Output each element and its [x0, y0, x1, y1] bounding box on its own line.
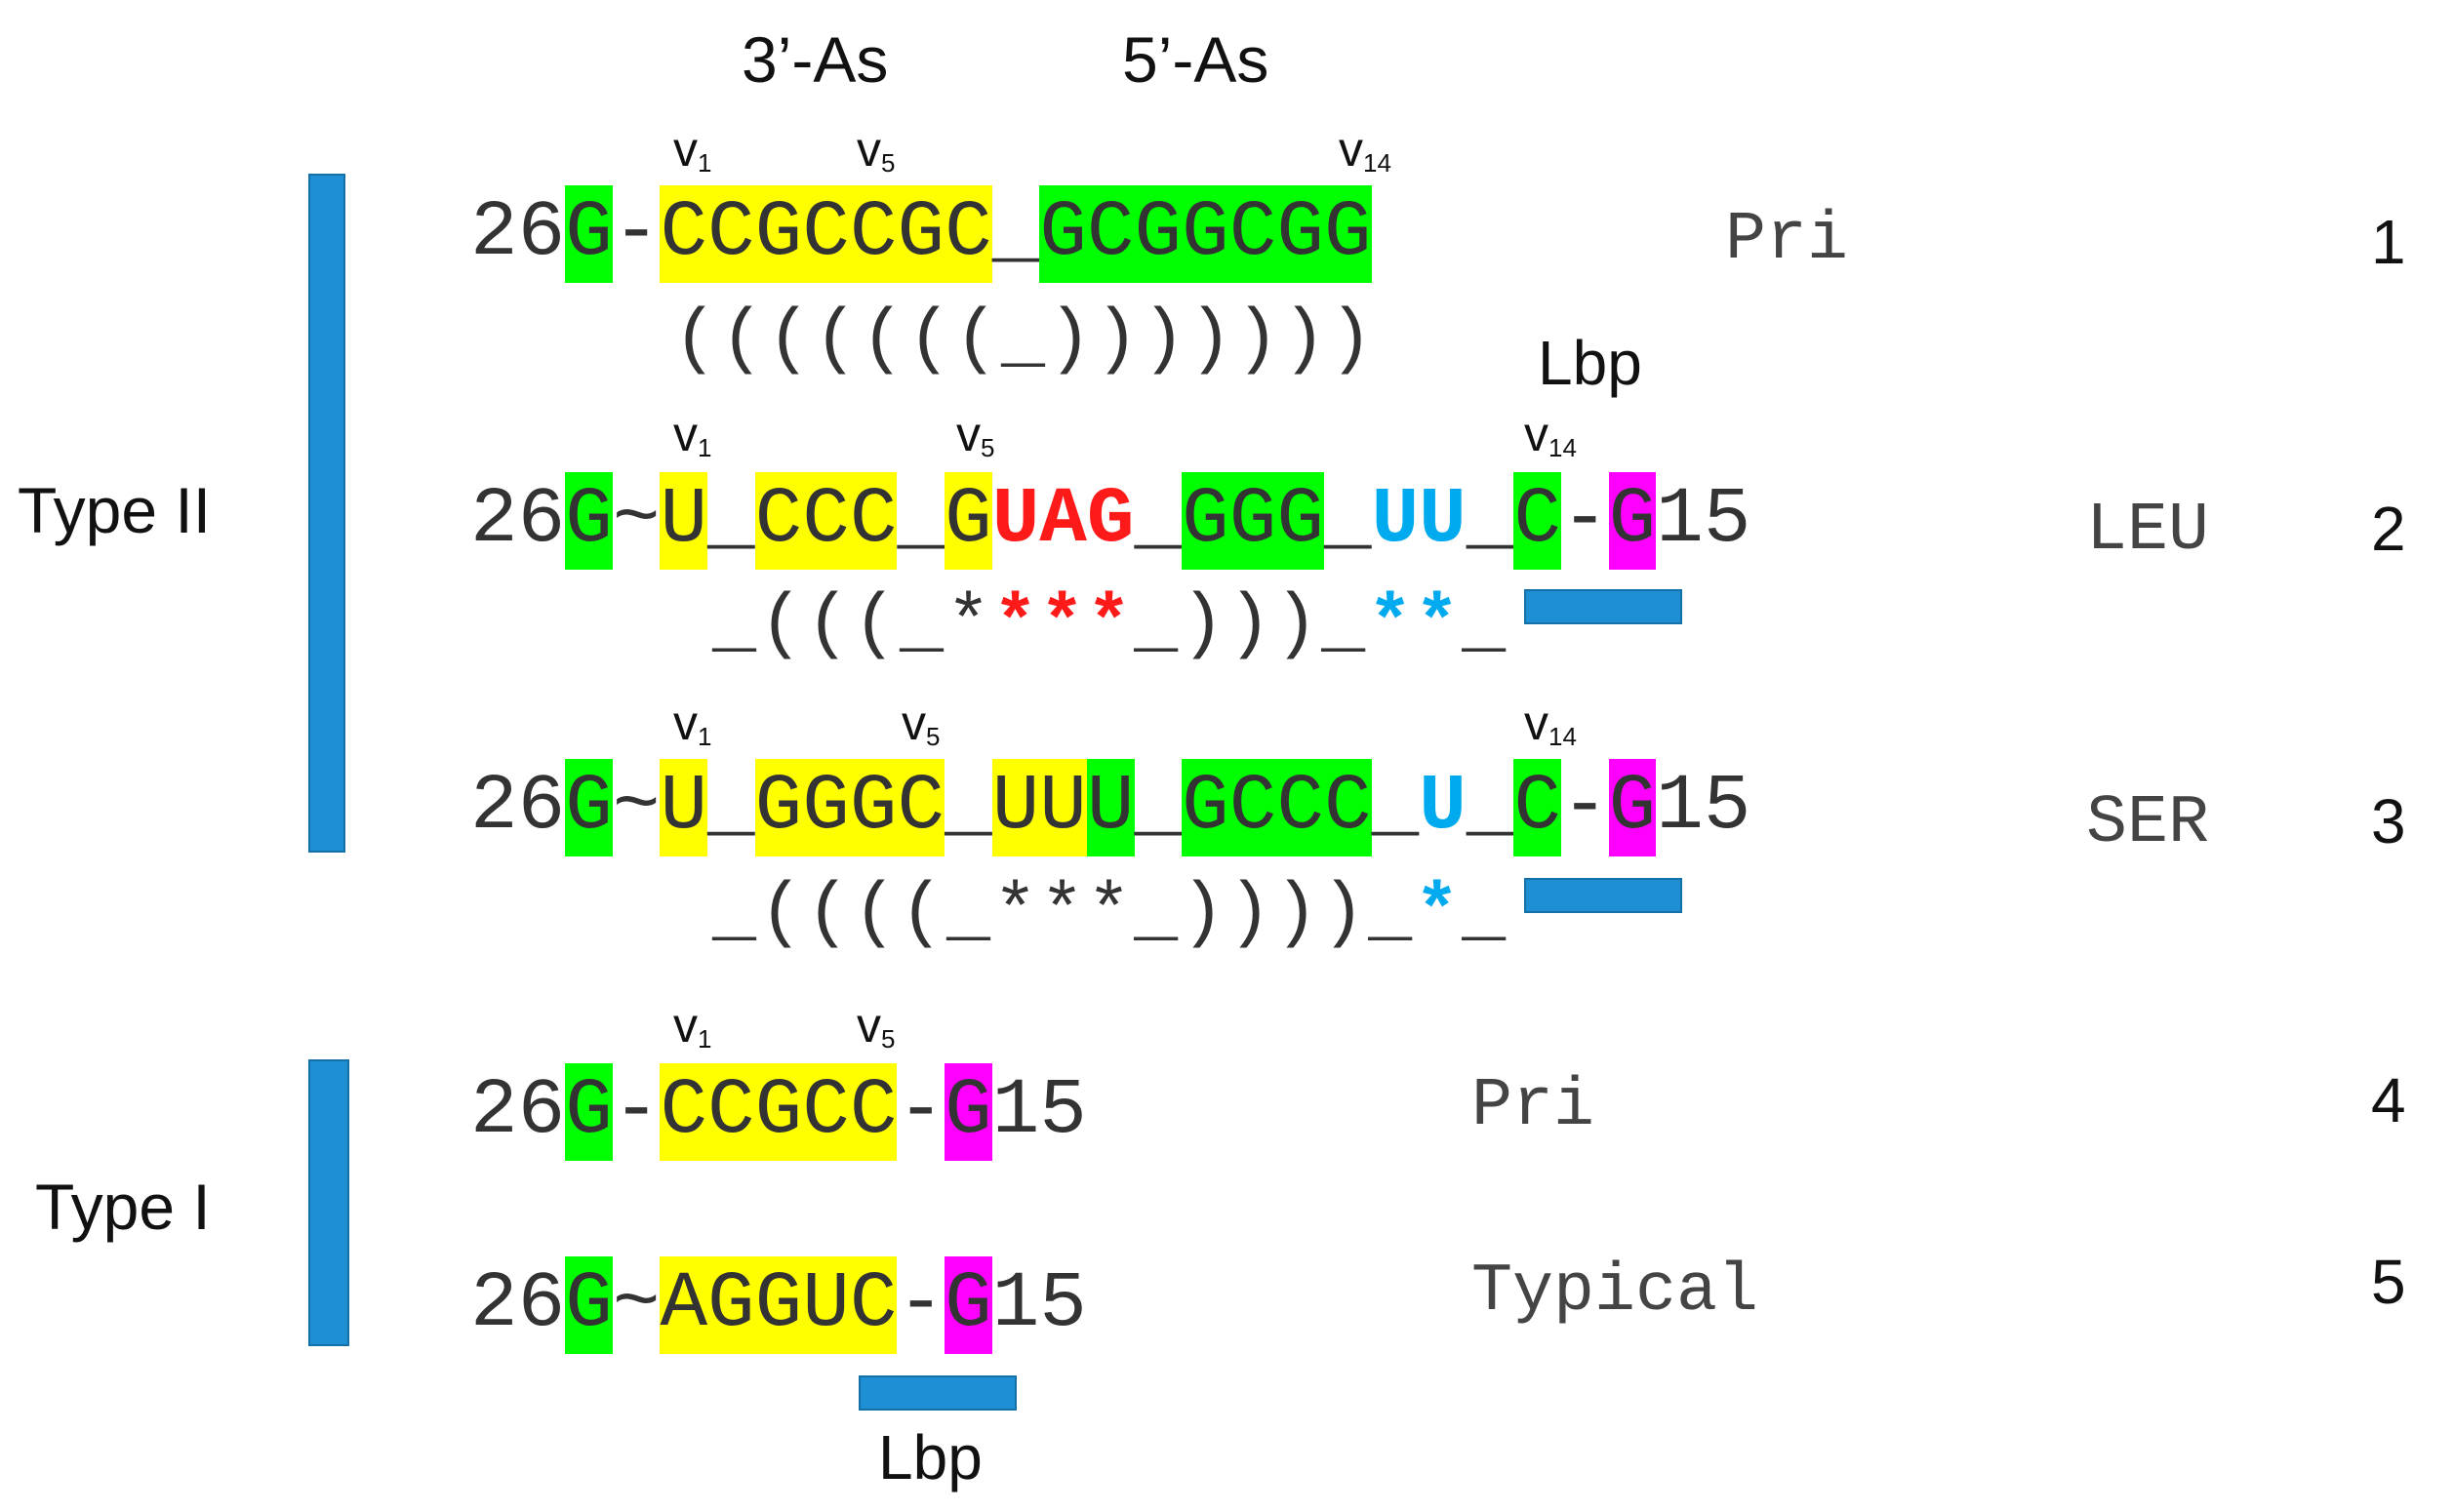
segment-gggc: GGGC	[754, 759, 945, 856]
position-suffix: 15	[991, 1260, 1087, 1349]
gap: _	[1466, 763, 1514, 852]
lbp-bar-row-3	[1524, 878, 1682, 913]
nucleotide-g: G	[1608, 759, 1657, 856]
position-prefix: 26	[470, 189, 566, 278]
dash: -	[897, 1260, 945, 1349]
v1-marker: v1	[673, 122, 712, 178]
v1-marker: v1	[673, 696, 712, 751]
gap: _	[1371, 763, 1420, 852]
gap: _	[897, 476, 945, 565]
v14-marker: v14	[1524, 407, 1577, 462]
header-5as: 5’-As	[1122, 23, 1269, 96]
dash: -	[612, 189, 661, 278]
gap: _	[707, 476, 755, 565]
nucleotide-g: G	[565, 472, 613, 570]
type-i-bracket-bar	[308, 1059, 349, 1346]
nucleotide-g: G	[565, 185, 613, 283]
loop-uag: UAG	[991, 476, 1135, 565]
dash: -	[1561, 763, 1609, 852]
v5-marker: v5	[902, 696, 941, 751]
sequence-row-2: 26G~U_CCC_GUAG_GGG_UU_C-G15	[470, 472, 1750, 570]
row-label-2: LEU	[2086, 493, 2210, 570]
nucleotide-u: U	[660, 472, 708, 570]
position-prefix: 26	[470, 1067, 566, 1156]
segment-agguc: AGGUC	[660, 1256, 898, 1354]
dash: -	[897, 1067, 945, 1156]
nucleotide-g: G	[945, 1063, 992, 1161]
acceptor-stem-3: CCGCCGC	[660, 185, 992, 283]
nucleotide-c: C	[1513, 759, 1562, 856]
lbp-label-bottom: Lbp	[878, 1422, 983, 1492]
row-number-5: 5	[2371, 1247, 2406, 1317]
lbp-bar-row-5	[859, 1375, 1017, 1411]
acceptor-stem-5: GCGGCGG	[1039, 185, 1372, 283]
gap: _	[707, 763, 755, 852]
row-number-1: 1	[2371, 207, 2406, 277]
nucleotide-g: G	[1608, 472, 1657, 570]
segment-uu: UU	[991, 759, 1087, 856]
v1-marker: v1	[673, 998, 712, 1054]
lbp-bar-row-2	[1524, 589, 1682, 624]
tilde: ~	[612, 1260, 661, 1349]
segment-uu: UU	[1371, 476, 1467, 565]
tilde: ~	[612, 763, 661, 852]
gap: _	[1466, 476, 1514, 565]
v1-marker: v1	[673, 407, 712, 462]
segment-ggg: GGG	[1182, 472, 1324, 570]
row-number-3: 3	[2371, 786, 2406, 856]
segment-ccgcc: CCGCC	[660, 1063, 898, 1161]
position-prefix: 26	[470, 476, 566, 565]
tilde: ~	[612, 476, 661, 565]
gap: _	[991, 189, 1040, 278]
position-suffix: 15	[991, 1067, 1087, 1156]
dash: -	[1561, 476, 1609, 565]
sequence-row-5: 26G~AGGUC-G15	[470, 1256, 1087, 1354]
position-prefix: 26	[470, 1260, 566, 1349]
structure-row-1: (((((((_)))))))	[673, 298, 1377, 381]
segment-ccc: CCC	[754, 472, 898, 570]
sequence-row-1: 26G-CCGCCGC_GCGGCGG	[470, 185, 1372, 283]
row-number-2: 2	[2371, 494, 2406, 564]
v5-marker: v5	[956, 407, 995, 462]
gap: _	[1134, 763, 1183, 852]
row-label-1: Pri	[1725, 202, 1849, 279]
nucleotide-g: G	[945, 472, 992, 570]
gap: _	[945, 763, 992, 852]
header-3as: 3’-As	[742, 23, 889, 96]
row-label-5: Typical	[1471, 1253, 1759, 1331]
lbp-label-top: Lbp	[1538, 328, 1642, 398]
row-label-3: SER	[2086, 785, 2210, 862]
position-prefix: 26	[470, 763, 566, 852]
position-suffix: 15	[1656, 763, 1751, 852]
structure-row-3: _((((_***_))))_*_	[712, 872, 1509, 955]
sequence-row-3: 26G~U_GGGC_UUU_GCCC_U_C-G15	[470, 759, 1750, 856]
v14-marker: v14	[1524, 696, 1577, 751]
group-label-type-ii: Type II	[18, 474, 212, 546]
nucleotide-c: C	[1513, 472, 1562, 570]
structure-row-2: _(((_****_)))_**_	[712, 583, 1509, 666]
row-label-4: Pri	[1471, 1068, 1595, 1145]
nucleotide-g: G	[565, 759, 613, 856]
v5-marker: v5	[857, 998, 896, 1054]
nucleotide-u-cyan: U	[1419, 763, 1467, 852]
v14-marker: v14	[1339, 122, 1391, 178]
row-number-4: 4	[2371, 1065, 2406, 1135]
gap: _	[1323, 476, 1372, 565]
gap: _	[1134, 476, 1183, 565]
nucleotide-u: U	[1086, 759, 1135, 856]
v5-marker: v5	[857, 122, 896, 178]
position-suffix: 15	[1656, 476, 1751, 565]
sequence-row-4: 26G-CCGCC-G15	[470, 1063, 1087, 1161]
nucleotide-u: U	[660, 759, 708, 856]
nucleotide-g: G	[565, 1256, 613, 1354]
nucleotide-g: G	[565, 1063, 613, 1161]
segment-gccc: GCCC	[1182, 759, 1372, 856]
dash: -	[612, 1067, 661, 1156]
nucleotide-g: G	[945, 1256, 992, 1354]
group-label-type-i: Type I	[35, 1171, 211, 1243]
type-ii-bracket-bar	[308, 174, 345, 853]
